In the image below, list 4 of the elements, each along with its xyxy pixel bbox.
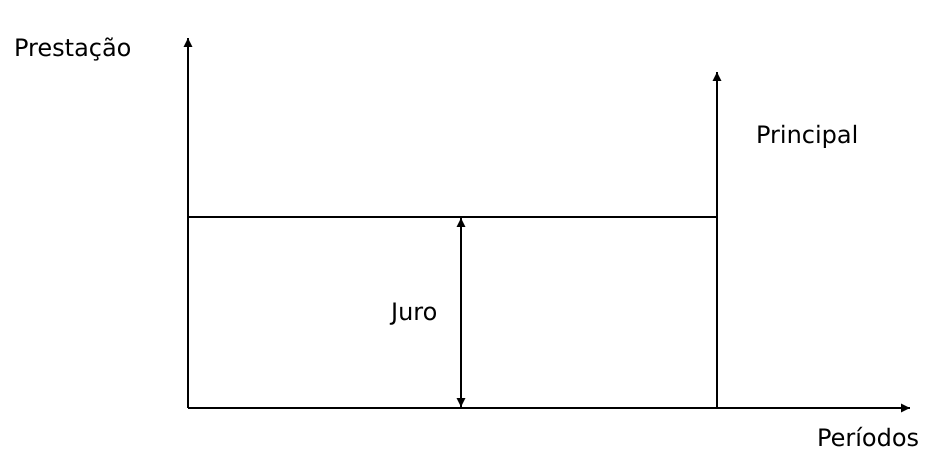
dimension-label: Juro	[391, 298, 438, 327]
annotation-label: Principal	[756, 121, 858, 150]
axis-title: Prestação	[14, 34, 132, 63]
axis-title: Períodos	[817, 424, 920, 453]
